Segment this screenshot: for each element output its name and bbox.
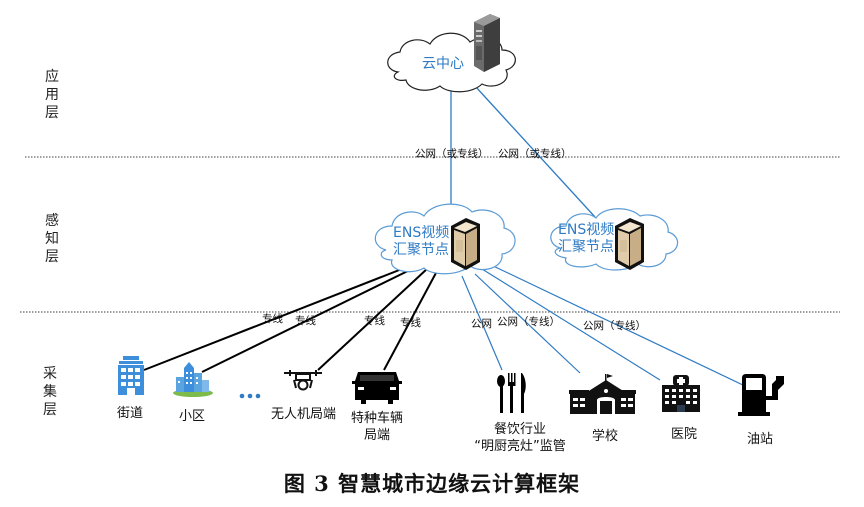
downlink-label-street: 专线 — [262, 313, 283, 325]
downlink-label-restaurant: 公网 — [471, 318, 492, 330]
ens-cloud-1-shape — [374, 203, 516, 275]
uplink-label-2: 公网（或专线） — [498, 148, 572, 160]
downlink-line-restaurant — [461, 275, 503, 371]
ens-node-1-label-line2: 汇聚节点 — [393, 242, 449, 258]
downlink-line-hospital — [481, 268, 661, 381]
cutlery-icon — [497, 373, 526, 413]
uplink-line-2 — [474, 85, 596, 218]
endpoint-label-community: 小区 — [179, 409, 206, 424]
residential-buildings-icon — [173, 362, 213, 397]
downlink-line-community — [201, 265, 419, 373]
layer-label-perception-text: 感知层 — [45, 213, 59, 265]
downlink-label-school: 公网（专线） — [497, 316, 560, 328]
server-rack-icon-1 — [451, 218, 480, 270]
endpoint-label-vehicle-line1: 特种车辆 — [350, 411, 403, 426]
uplink-label-1: 公网（或专线） — [415, 148, 489, 160]
endpoint-label-vehicle-line2: 局端 — [363, 428, 390, 443]
ellipsis-icon — [239, 393, 261, 399]
layer-label-application-text: 应用层 — [45, 69, 59, 121]
endpoint-label-street: 街道 — [117, 406, 144, 421]
downlink-line-street — [143, 264, 413, 371]
server-rack-icon-2 — [615, 218, 644, 270]
layer-label-perception: 感知层 — [44, 212, 60, 266]
layer-label-collection-text: 采集层 — [43, 366, 57, 418]
ens-node-2-label-line2: 汇聚节点 — [558, 239, 614, 255]
endpoint-label-restaurant-line1: 餐饮行业 — [493, 422, 546, 437]
office-building-icon — [118, 356, 144, 395]
endpoint-label-gasstation: 油站 — [747, 432, 774, 447]
hospital-icon — [662, 375, 700, 412]
downlink-label-community: 专线 — [295, 315, 316, 327]
school-icon — [569, 374, 636, 414]
cloud-center-label: 云中心 — [422, 56, 464, 72]
endpoint-label-restaurant-line2: “明厨亮灶”监管 — [474, 439, 566, 454]
drone-icon — [284, 370, 322, 391]
downlink-line-gasstation — [486, 262, 746, 387]
downlink-line-drone — [317, 267, 429, 371]
layer-label-collection: 采集层 — [42, 365, 58, 419]
endpoint-label-drone: 无人机局端 — [271, 407, 337, 422]
endpoint-label-school: 学校 — [592, 429, 619, 444]
downlink-line-school — [474, 273, 581, 374]
downlink-label-drone: 专线 — [364, 315, 385, 327]
endpoint-label-hospital: 医院 — [671, 427, 698, 442]
downlink-label-vehicle: 专线 — [400, 317, 421, 329]
layer-label-application: 应用层 — [44, 68, 60, 122]
ens-node-1-label-line1: ENS视频 — [393, 225, 450, 241]
server-tower-icon — [474, 14, 500, 72]
downlink-line-vehicle — [383, 270, 438, 371]
ens-cloud-2-shape — [550, 208, 679, 271]
gas-pump-icon — [738, 374, 784, 416]
figure-caption: 图 3 智慧城市边缘云计算框架 — [283, 471, 581, 496]
downlink-label-gasstation: 公网（专线） — [583, 320, 646, 332]
ens-node-2-label-line1: ENS视频 — [558, 222, 615, 238]
vehicle-icon — [352, 372, 402, 404]
